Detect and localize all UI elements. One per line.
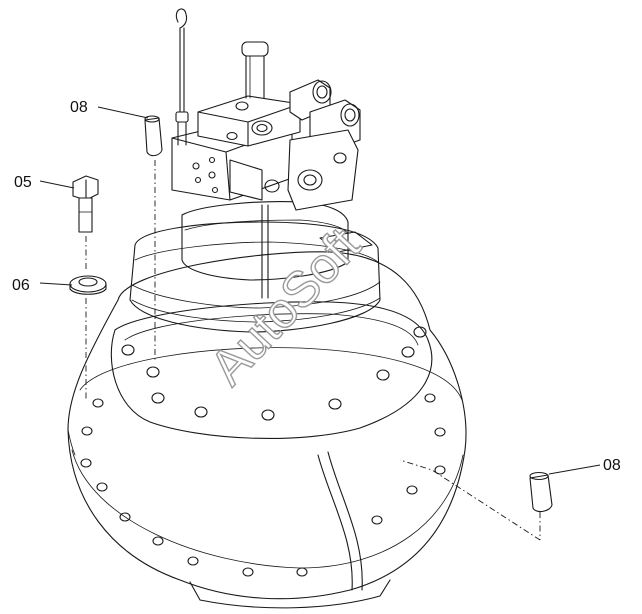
level-gauge [175,8,189,146]
part-06-washer [69,275,107,295]
label-08-top: 08 [70,99,88,116]
leader-05 [39,180,75,189]
ring-bolt-holes [121,326,427,421]
part-05-bolt [72,175,99,233]
leader-06 [39,282,73,286]
flange-bolt-holes [80,393,446,577]
valve-block [171,41,361,211]
drain-rod [261,204,269,299]
part-08-pin-right [529,471,553,513]
main-housing [67,251,467,609]
leader-08-top [97,106,149,119]
label-08-right: 08 [603,457,621,474]
reduction-casing [129,201,381,333]
leader-08-right [548,464,601,475]
part-08-pin-top [144,115,163,157]
label-06: 06 [12,277,30,294]
centerline-08-right [399,459,541,541]
label-05: 05 [14,174,32,191]
